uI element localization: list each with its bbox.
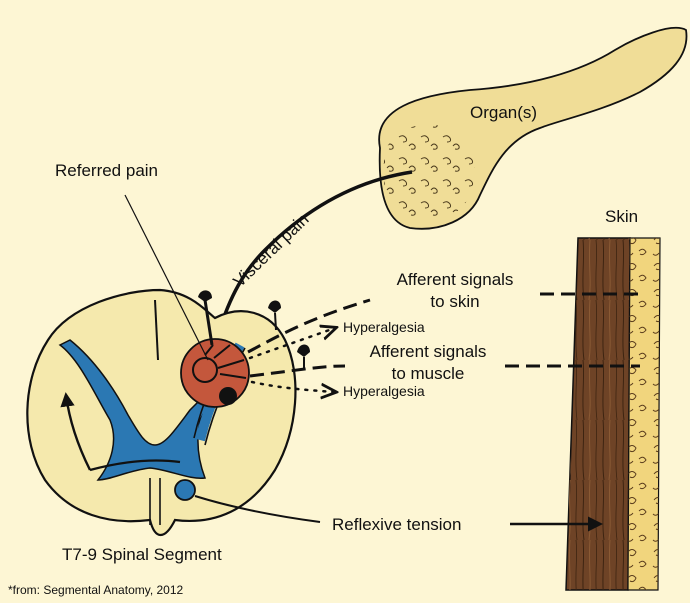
visceral-pain-label: Visceral pain bbox=[230, 210, 313, 291]
skin-label: Skin bbox=[605, 207, 638, 226]
receptor-knob-3 bbox=[297, 345, 310, 358]
segment-label: T7-9 Spinal Segment bbox=[62, 545, 222, 564]
afferent-skin-label-1: Afferent signals bbox=[397, 270, 514, 289]
referred-pain-label: Referred pain bbox=[55, 161, 158, 180]
organ-label: Organ(s) bbox=[470, 103, 537, 122]
spinal-cord-section bbox=[27, 290, 295, 535]
hyperalgesia-label-1: Hyperalgesia bbox=[343, 319, 425, 335]
motor-neuron bbox=[175, 480, 195, 500]
source-citation: *from: Segmental Anatomy, 2012 bbox=[8, 583, 184, 597]
afferent-skin-label-2: to skin bbox=[430, 292, 479, 311]
afferent-muscle-label-1: Afferent signals bbox=[370, 342, 487, 361]
receptor-knob-1 bbox=[198, 290, 212, 302]
receptor-knob-2 bbox=[268, 301, 281, 314]
dorsal-horn-convergence bbox=[181, 339, 249, 407]
skin-section bbox=[566, 238, 660, 590]
organ-shape bbox=[379, 28, 686, 229]
afferent-muscle-label-2: to muscle bbox=[392, 364, 465, 383]
reflexive-tension-label: Reflexive tension bbox=[332, 515, 461, 534]
hyperalgesia-label-2: Hyperalgesia bbox=[343, 383, 425, 399]
